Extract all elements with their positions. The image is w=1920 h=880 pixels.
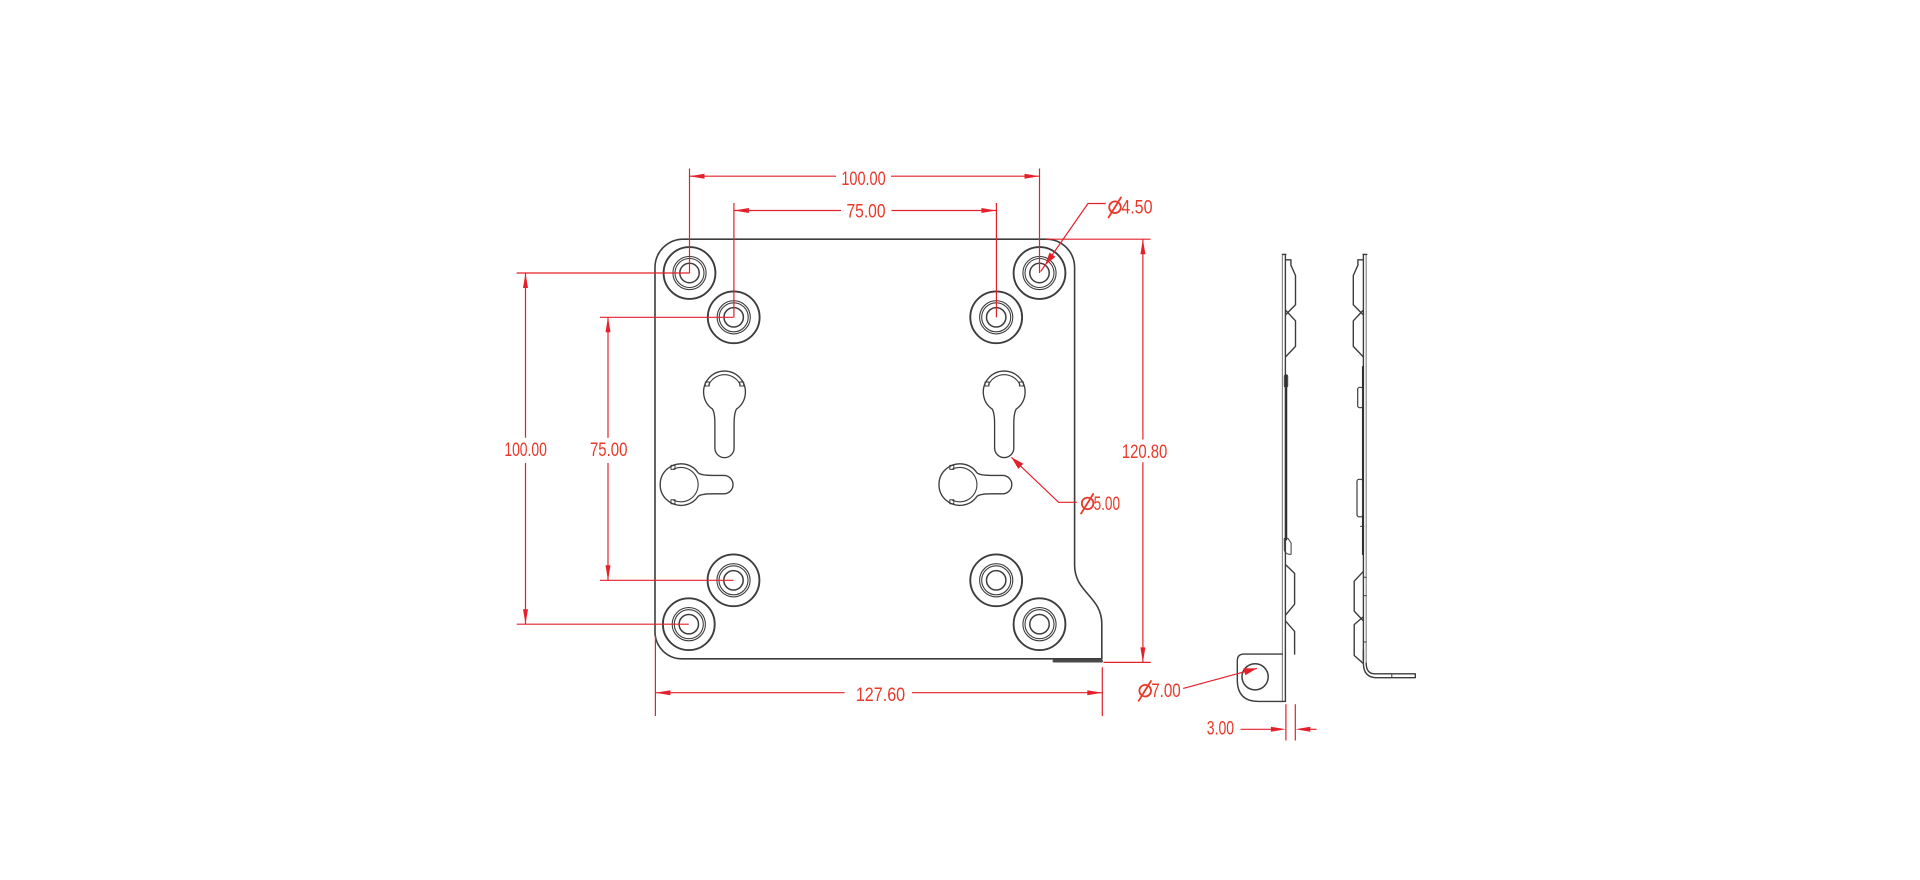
svg-text:4.50: 4.50 [1121,197,1152,219]
svg-text:120.80: 120.80 [1122,441,1168,463]
svg-text:100.00: 100.00 [841,168,885,190]
svg-text:75.00: 75.00 [847,200,886,222]
svg-text:75.00: 75.00 [590,439,628,461]
svg-text:100.00: 100.00 [504,439,547,461]
svg-text:3.00: 3.00 [1207,718,1234,740]
svg-text:5.00: 5.00 [1094,493,1121,515]
svg-text:127.60: 127.60 [856,684,905,706]
svg-text:7.00: 7.00 [1151,680,1181,702]
